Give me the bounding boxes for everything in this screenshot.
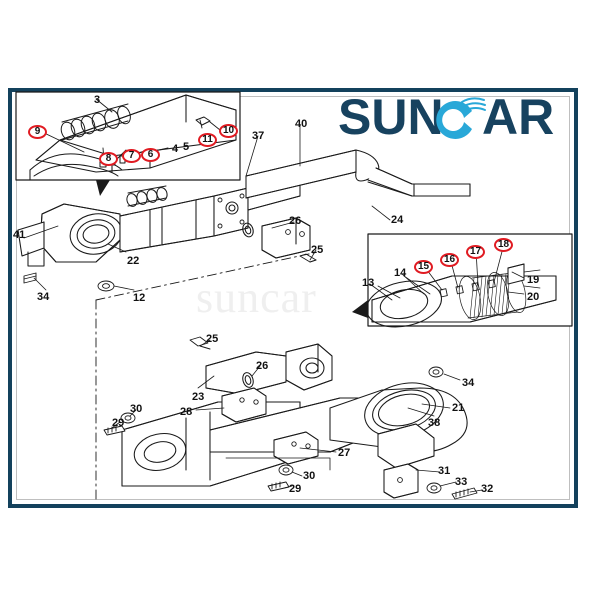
callout-label-21: 21 — [452, 402, 465, 414]
highlight-callout-6: 6 — [141, 148, 160, 162]
callout-label-4: 4 — [172, 143, 179, 155]
callout-label-12: 12 — [133, 292, 146, 304]
callout-label-33: 33 — [455, 476, 468, 488]
highlight-callout-17: 17 — [466, 245, 485, 259]
callout-label-26b: 26 — [256, 360, 269, 372]
logo-text-sun: SUN — [338, 92, 444, 145]
callout-label-37: 37 — [252, 130, 265, 142]
callout-label-34: 34 — [37, 291, 50, 303]
callout-label-5: 5 — [183, 141, 190, 153]
callout-label-32: 32 — [481, 483, 494, 495]
callout-label-41: 41 — [13, 229, 26, 241]
highlight-callout-11: 11 — [198, 133, 217, 147]
suncar-logo: SUN AR — [338, 92, 564, 146]
highlight-callout-18: 18 — [494, 238, 513, 252]
callout-label-20: 20 — [527, 291, 540, 303]
callout-label-38: 38 — [428, 417, 441, 429]
callout-label-25: 25 — [311, 244, 324, 256]
highlight-callout-15: 15 — [414, 260, 433, 274]
logo-sun-rays — [461, 97, 486, 111]
highlight-callout-16: 16 — [440, 253, 459, 267]
callout-label-14: 14 — [394, 267, 407, 279]
callout-label-23: 23 — [192, 391, 205, 403]
logo-c-glyph — [436, 101, 472, 139]
callout-label-31: 31 — [438, 465, 451, 477]
callout-label-30: 30 — [130, 403, 143, 415]
highlight-callout-9: 9 — [28, 125, 47, 139]
callout-label-13: 13 — [362, 277, 375, 289]
callout-label-30b: 30 — [303, 470, 316, 482]
callout-label-34b: 34 — [462, 377, 475, 389]
highlight-callout-10: 10 — [219, 124, 238, 138]
watermark-suncar: suncar — [196, 273, 317, 322]
callout-label-29b: 29 — [289, 483, 302, 495]
callout-label-25b: 25 — [206, 333, 219, 345]
highlight-callout-8: 8 — [99, 152, 118, 166]
callout-label-24: 24 — [391, 214, 404, 226]
callout-label-26: 26 — [289, 215, 302, 227]
logo-text-ar: AR — [482, 92, 554, 145]
callout-label-29: 29 — [112, 417, 125, 429]
callout-label-27: 27 — [338, 447, 351, 459]
callout-label-28: 28 — [180, 406, 193, 418]
callout-label-3: 3 — [94, 94, 101, 106]
highlight-callout-7: 7 — [122, 149, 141, 163]
callout-label-40: 40 — [295, 118, 308, 130]
callout-label-22: 22 — [127, 255, 140, 267]
callout-label-19: 19 — [527, 274, 540, 286]
